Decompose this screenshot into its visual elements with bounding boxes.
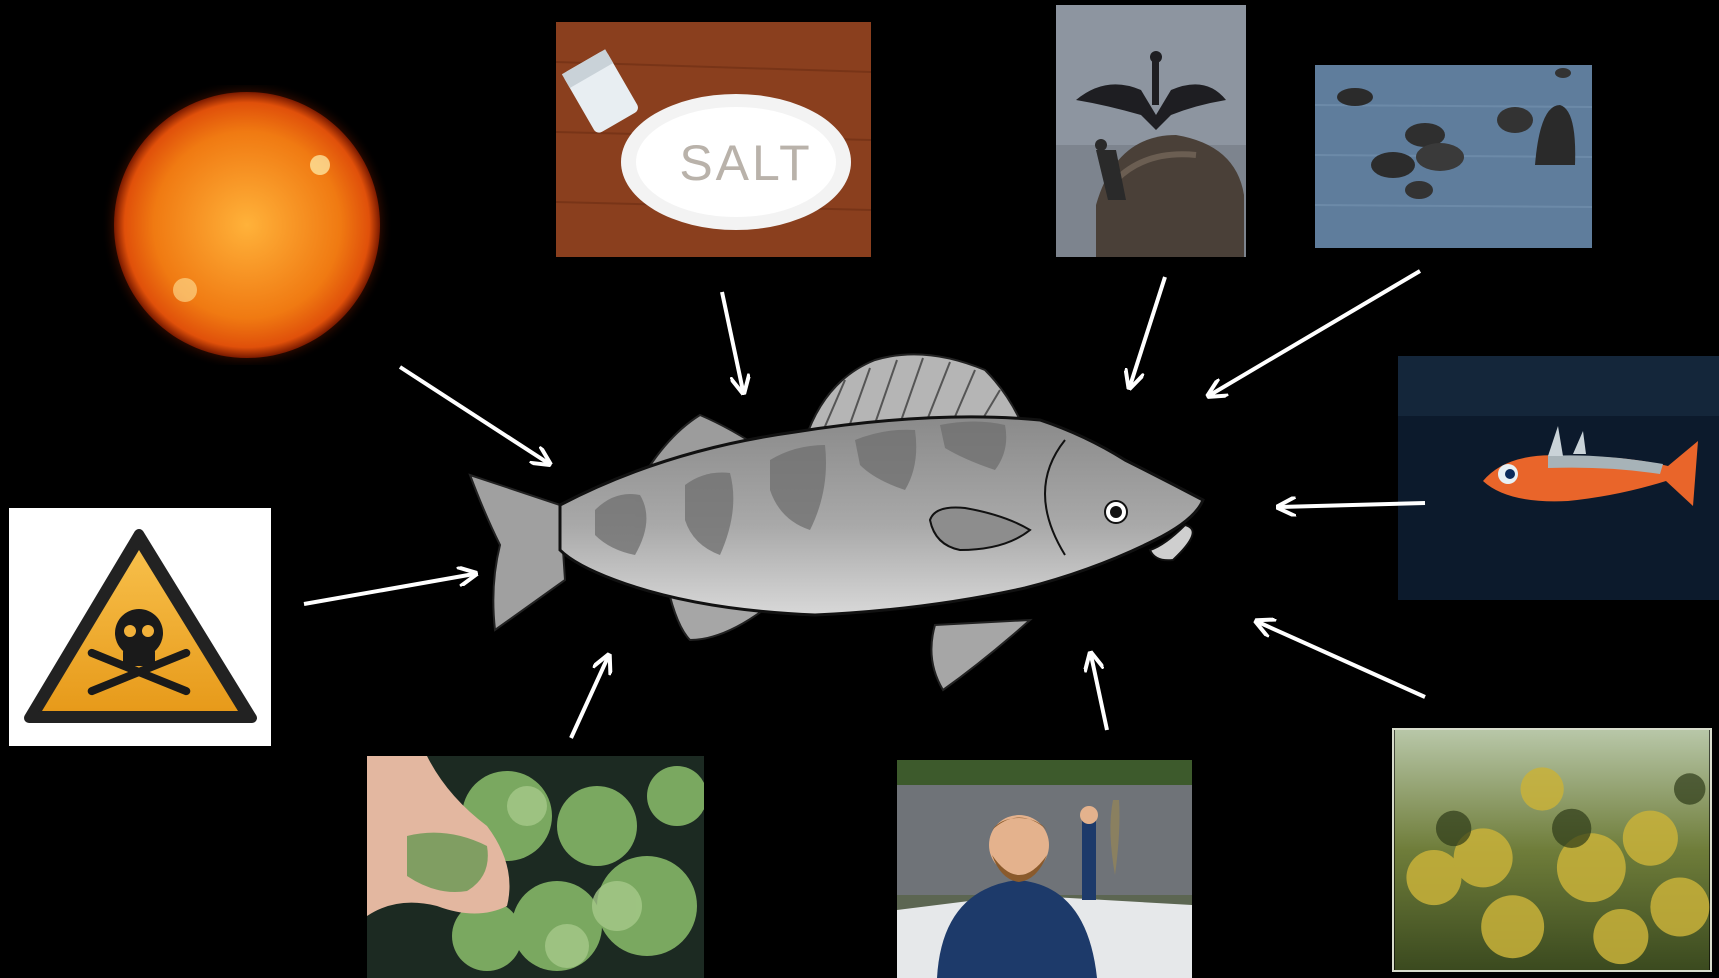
- fisherman-icon: [897, 760, 1192, 978]
- salt-icon: SALT: [556, 22, 871, 257]
- toxic-image: [9, 508, 271, 746]
- seals-image: [1315, 65, 1592, 248]
- perch-icon: [465, 340, 1265, 700]
- seals-icon: [1315, 65, 1592, 248]
- salt-image: SALT: [556, 22, 871, 257]
- toxic-warning-icon: [9, 508, 271, 746]
- vegetation-image: [1392, 728, 1712, 972]
- cormorant-birds-icon: [1056, 5, 1246, 257]
- sun-icon: [95, 85, 395, 365]
- salt-text: SALT: [679, 135, 812, 191]
- perch-fish-illustration: [465, 340, 1265, 700]
- sun-image: [95, 85, 395, 365]
- algae-bloom-icon: [367, 756, 704, 978]
- stickleback-fish-icon: [1398, 356, 1719, 600]
- cormorants-image: [1056, 5, 1246, 257]
- fisherman-image: [897, 760, 1192, 978]
- arrow-toxic: [304, 574, 474, 604]
- arrow-vegetation: [1258, 622, 1425, 697]
- algae-image: [367, 756, 704, 978]
- stickleback-image: [1398, 356, 1719, 600]
- underwater-vegetation-icon: [1394, 730, 1710, 970]
